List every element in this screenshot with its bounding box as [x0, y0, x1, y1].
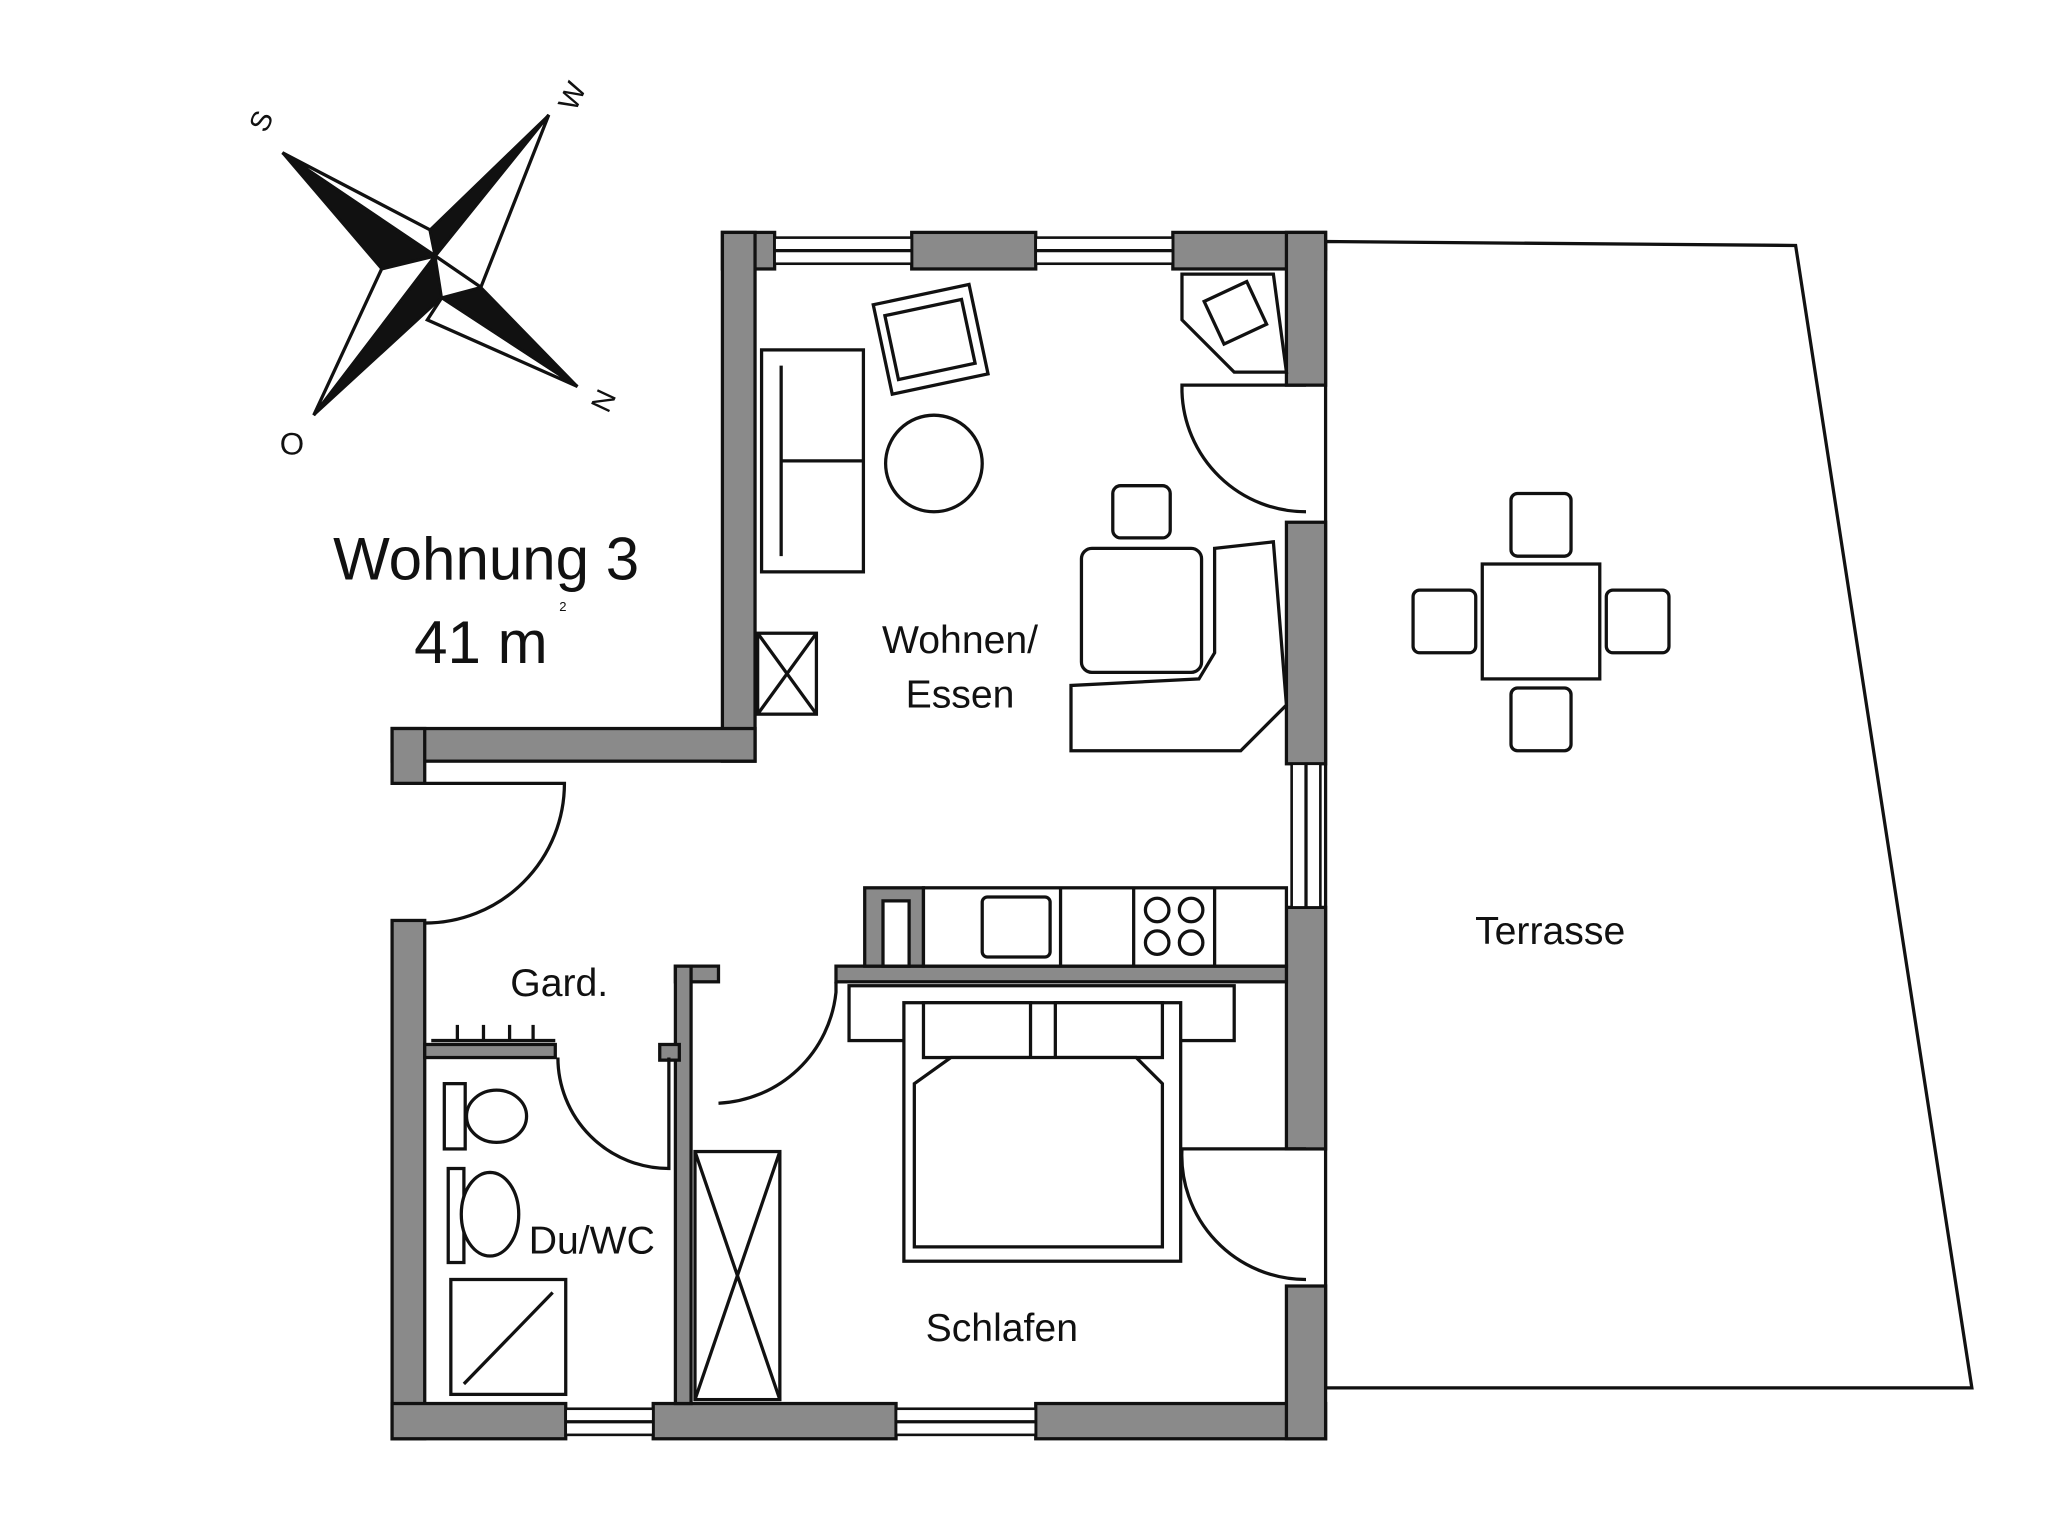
bedroom-furniture [693, 984, 1236, 1402]
kitchen [881, 886, 1289, 968]
compass-south: S [243, 106, 280, 137]
terrace-outline [1323, 239, 1974, 1390]
room-label-wardrobe: Gard. [510, 962, 608, 1005]
living-furniture [756, 272, 1289, 753]
compass-west: W [553, 77, 594, 116]
room-label-terrace: Terrasse [1475, 910, 1625, 953]
compass-east: O [280, 426, 304, 461]
room-label-living: Wohnen/ [882, 619, 1038, 662]
walls [390, 230, 1328, 1441]
bathroom-fixtures [431, 1024, 568, 1397]
room-label-bathroom: Du/WC [529, 1219, 655, 1262]
doors [424, 383, 1307, 1282]
area-unit-superscript: 2 [559, 599, 566, 614]
terrace-table-set [1411, 491, 1671, 753]
room-label-dining: Essen [906, 674, 1015, 717]
apartment-area: 41 m [414, 609, 548, 676]
apartment-name: Wohnung 3 [333, 526, 639, 593]
windows [564, 236, 1322, 1437]
compass-rose: S W N O [243, 77, 623, 462]
compass-north: N [585, 385, 623, 417]
room-label-bedroom: Schlafen [926, 1307, 1078, 1350]
